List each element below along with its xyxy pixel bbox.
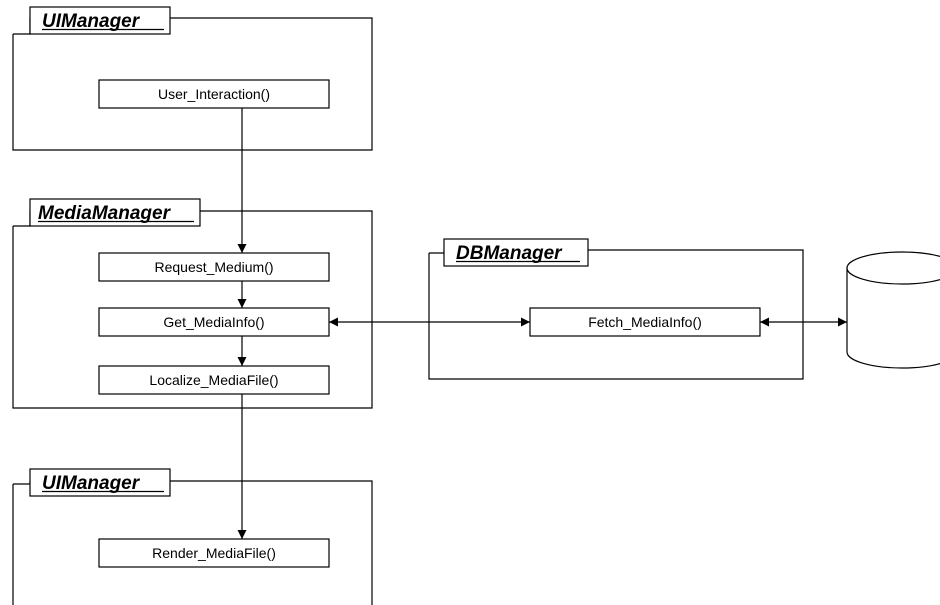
package-uimanager-bottom: UIManager [12, 468, 373, 605]
operation-fetch-mediainfo: Fetch_MediaInfo() [529, 307, 761, 337]
package-title: UIManager [42, 473, 141, 494]
operation-get-mediainfo: Get_MediaInfo() [98, 307, 330, 337]
package-title: UIManager [42, 11, 141, 32]
package-title: MediaManager [38, 203, 172, 224]
package-dbmanager: DBManager [428, 238, 804, 380]
operation-label: Request_Medium() [154, 259, 273, 275]
package-uimanager-top: UIManager [12, 6, 373, 151]
operation-label: Render_MediaFile() [152, 545, 276, 561]
database-icon [846, 251, 940, 369]
operation-localize-mediafile: Localize_MediaFile() [98, 365, 330, 395]
operation-label: Fetch_MediaInfo() [588, 314, 702, 330]
operation-label: Localize_MediaFile() [149, 372, 278, 388]
package-mediamanager: MediaManager [12, 198, 373, 409]
operation-request-medium: Request_Medium() [98, 252, 330, 282]
operation-label: User_Interaction() [158, 86, 270, 102]
operation-user-interaction: User_Interaction() [98, 79, 330, 109]
package-title: DBManager [456, 243, 563, 264]
operation-label: Get_MediaInfo() [163, 314, 264, 330]
operation-render-mediafile: Render_MediaFile() [98, 538, 330, 568]
